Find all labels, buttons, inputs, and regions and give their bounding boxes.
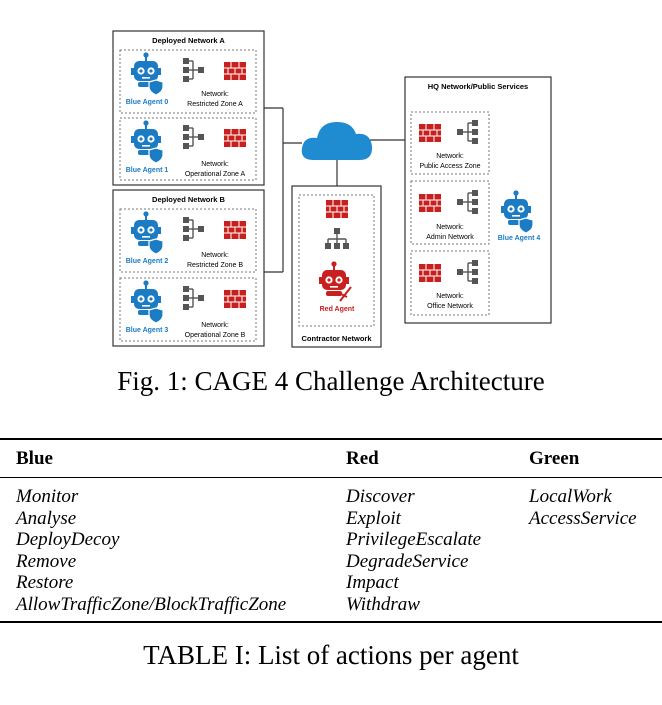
network-tree-icon	[182, 57, 205, 83]
table-cell: Remove	[16, 550, 77, 572]
network-tree-icon	[456, 189, 479, 215]
table-cell: Analyse	[16, 507, 77, 529]
deployed-network-a-title: Deployed Network A	[152, 36, 225, 45]
deployed-network-b-title: Deployed Network B	[152, 195, 226, 204]
blue-agent-3-label: Blue Agent 3	[126, 327, 169, 334]
table-top-rule	[0, 438, 662, 440]
table-bottom-rule	[0, 621, 662, 623]
zone-admin: Network: Admin Network	[410, 180, 490, 245]
zone-operational-a: Blue Agent 1 Network: Operational Zone A	[119, 117, 257, 181]
network-tree-icon	[456, 259, 479, 285]
table-column-green: Green LocalWork AccessService	[529, 448, 637, 529]
hq-network-title: HQ Network/Public Services	[428, 82, 528, 91]
table-caption: TABLE I: List of actions per agent	[143, 640, 519, 670]
zone-operational-b: Blue Agent 3 Network: Operational Zone B	[119, 277, 257, 342]
internet-cloud-icon	[301, 122, 373, 160]
zone-label-line1: Network:	[436, 153, 464, 160]
firewall-icon	[418, 263, 442, 283]
blue-robot-icon	[130, 210, 164, 255]
table-header-rule	[0, 477, 662, 478]
firewall-icon	[325, 199, 349, 219]
zone-label-line2: Public Access Zone	[419, 163, 480, 170]
blue-agent-2-label: Blue Agent 2	[126, 258, 169, 265]
blue-agent-1-label: Blue Agent 1	[126, 167, 169, 174]
network-tree-icon	[456, 119, 479, 145]
table-cell: AllowTrafficZone/BlockTrafficZone	[16, 593, 287, 615]
network-tree-icon	[182, 285, 205, 311]
zone-label-line1: Network:	[201, 161, 229, 168]
zone-label-line1: Network:	[201, 252, 229, 259]
table-cell: Discover	[346, 486, 415, 507]
red-agent-label: Red Agent	[320, 306, 355, 313]
contractor-network: Red Agent Contractor Network	[291, 185, 382, 348]
zone-label-line2: Admin Network	[426, 234, 474, 241]
zone-label-line1: Network:	[201, 322, 229, 329]
contractor-network-title: Contractor Network	[301, 334, 372, 343]
blue-agent-4-label: Blue Agent 4	[498, 235, 541, 242]
blue-agent-0-label: Blue Agent 0	[126, 99, 169, 106]
zone-label-line2: Restricted Zone A	[187, 101, 243, 108]
network-tree-icon	[182, 216, 205, 242]
table-column-red: Red Discover Exploit PrivilegeEscalate D…	[346, 448, 481, 615]
table-header-green: Green	[529, 448, 580, 469]
table-cell: DeployDecoy	[16, 529, 120, 550]
table-cell: Monitor	[16, 486, 79, 507]
zone-label-line1: Network:	[201, 91, 229, 98]
network-tree-icon	[324, 227, 350, 250]
zone-office: Network: Office Network	[410, 250, 490, 316]
table-cell: DegradeService	[346, 550, 469, 572]
network-links	[264, 107, 405, 273]
table-cell: Restore	[16, 572, 74, 593]
table-cell: PrivilegeEscalate	[346, 529, 482, 550]
table-column-blue: Blue Monitor Analyse DeployDecoy Remove …	[16, 448, 286, 615]
zone-label-line2: Office Network	[427, 303, 473, 310]
table-cell: LocalWork	[529, 486, 612, 507]
zone-label-line1: Network:	[436, 293, 464, 300]
figure-caption: Fig. 1: CAGE 4 Challenge Architecture	[117, 366, 545, 396]
blue-robot-icon	[500, 189, 534, 234]
zone-label-line2: Operational Zone B	[185, 332, 246, 339]
hq-network: HQ Network/Public Services Network: Publ…	[404, 76, 552, 324]
firewall-icon	[223, 220, 247, 240]
table-cell: Impact	[346, 572, 399, 593]
table-header-blue: Blue	[16, 448, 53, 469]
table-header-red: Red	[346, 448, 379, 469]
architecture-figure: Deployed Network A Blue Agent 0 Network:…	[112, 30, 552, 348]
table-cell: AccessService	[529, 507, 637, 529]
firewall-icon	[418, 193, 442, 213]
firewall-icon	[223, 289, 247, 309]
zone-label-line2: Restricted Zone B	[187, 262, 243, 269]
blue-robot-icon	[130, 51, 164, 96]
zone-label-line2: Operational Zone A	[185, 171, 246, 178]
zone-label-line1: Network:	[436, 224, 464, 231]
red-robot-icon	[318, 260, 352, 302]
blue-robot-icon	[130, 119, 164, 164]
zone-restricted-b: Blue Agent 2 Network: Restricted Zone B	[119, 208, 257, 273]
firewall-icon	[223, 128, 247, 148]
blue-robot-icon	[130, 279, 164, 324]
table-cell: Withdraw	[346, 593, 420, 615]
table-cell: Exploit	[346, 507, 401, 529]
firewall-icon	[223, 61, 247, 81]
zone-restricted-a: Blue Agent 0 Network: Restricted Zone A	[119, 49, 257, 114]
deployed-network-a: Deployed Network A Blue Agent 0 Network:…	[112, 30, 265, 186]
firewall-icon	[418, 123, 442, 143]
deployed-network-b: Deployed Network B Blue Agent 2 Network:…	[112, 189, 265, 347]
network-tree-icon	[182, 124, 205, 150]
zone-public-access: Network: Public Access Zone	[410, 111, 490, 175]
